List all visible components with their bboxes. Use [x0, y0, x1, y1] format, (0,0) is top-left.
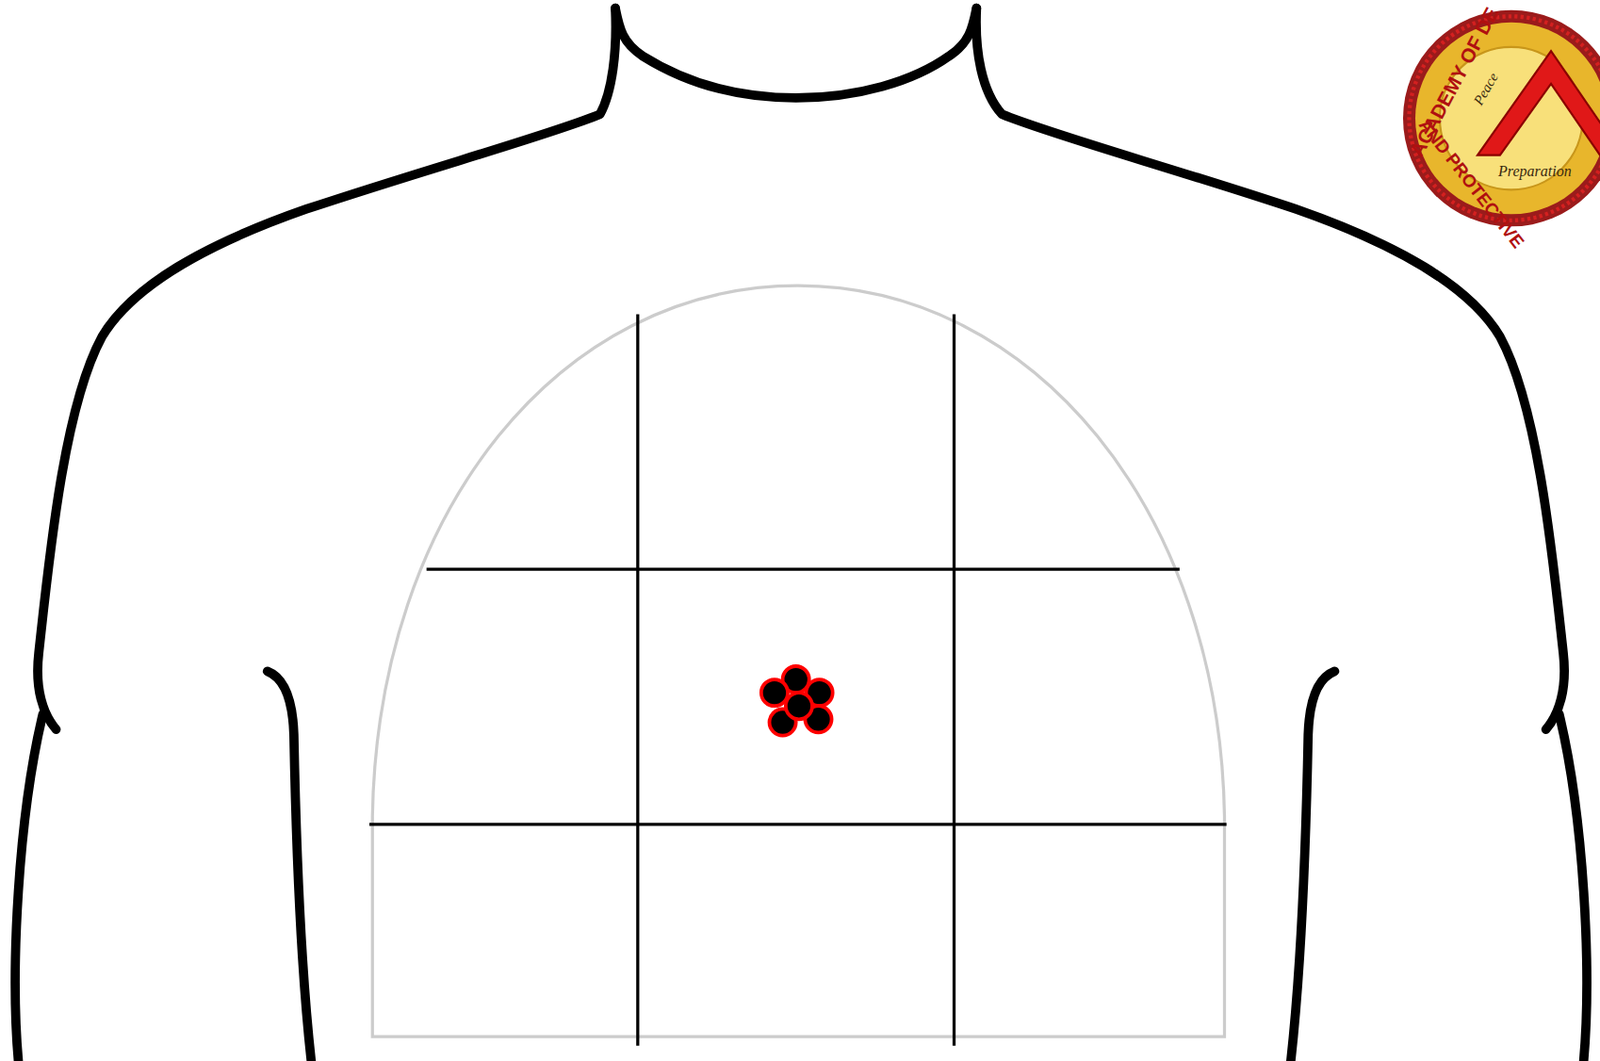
torso-outline: [15, 8, 1587, 1061]
target-arch: [372, 285, 1225, 1037]
bullet-holes: [761, 666, 833, 736]
grid-lines: [369, 313, 1227, 1045]
seal-motto: Preparation: [1498, 163, 1572, 180]
